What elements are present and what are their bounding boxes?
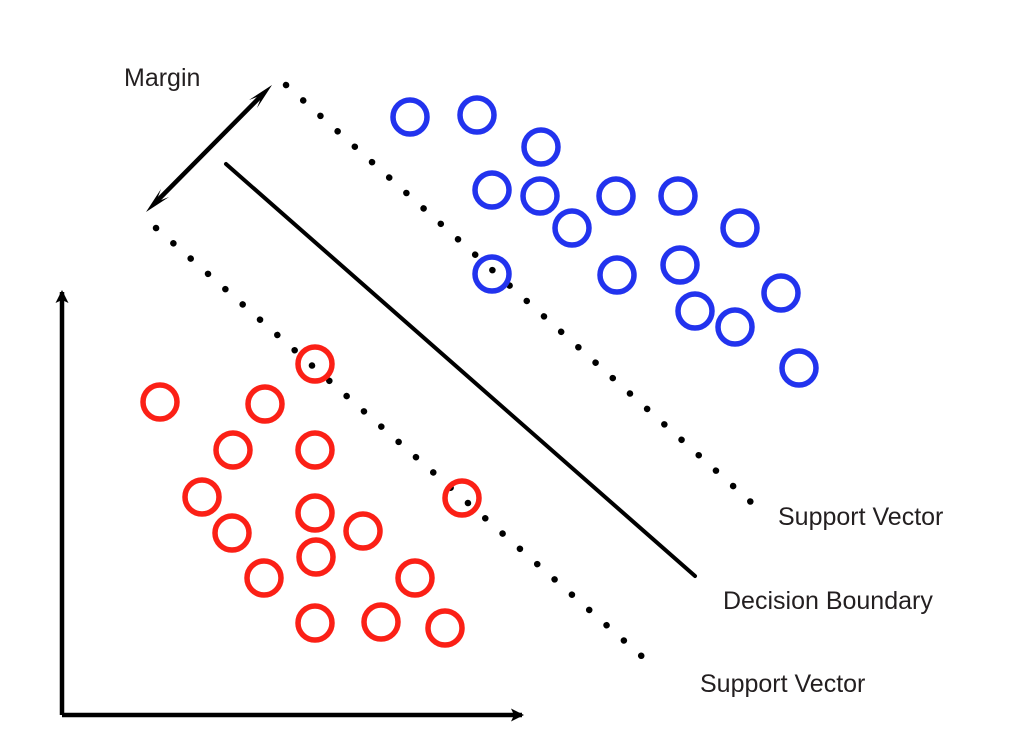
data-point-class-b-support-vector (442, 478, 482, 518)
data-point-class-a (715, 307, 755, 347)
data-point-class-a (675, 291, 715, 331)
margin-arrow-tip-lower (146, 189, 169, 212)
data-point-class-a (520, 176, 560, 216)
data-point-class-b (343, 511, 383, 551)
data-point-class-a (596, 176, 636, 216)
decision-boundary-label: Decision Boundary (723, 587, 933, 615)
class-a-points-group (390, 95, 819, 388)
axes-group (55, 290, 524, 722)
data-point-class-b (140, 382, 180, 422)
data-point-class-a-support-vector (472, 254, 512, 294)
data-point-class-a (660, 245, 700, 285)
data-point-class-a (552, 208, 592, 248)
data-point-class-b (425, 608, 465, 648)
data-point-class-b (296, 537, 336, 577)
data-point-class-a (472, 170, 512, 210)
margin-arrow-tip-upper (249, 85, 272, 108)
data-point-class-b (182, 477, 222, 517)
margin-arrow-group (146, 85, 272, 212)
data-point-class-b (244, 558, 284, 598)
support-vector-line-upper (282, 81, 756, 507)
data-point-class-b (295, 430, 335, 470)
data-point-class-a (597, 255, 637, 295)
data-point-class-a (779, 348, 819, 388)
class-b-points-group (140, 344, 482, 648)
data-point-class-b (361, 602, 401, 642)
data-point-class-a (658, 176, 698, 216)
data-point-class-a (720, 208, 760, 248)
data-point-class-b (245, 384, 285, 424)
support-vector-lines-group (152, 81, 756, 664)
data-point-class-a (390, 97, 430, 137)
margin-label: Margin (124, 64, 200, 92)
support-vector-line-lower (152, 224, 650, 664)
support-vector-top-label: Support Vector (778, 503, 943, 531)
margin-arrow-shaft (154, 93, 264, 204)
data-point-class-a (521, 127, 561, 167)
decision-boundary-line (224, 162, 697, 578)
data-point-class-b (213, 430, 253, 470)
support-vector-bottom-label: Support Vector (700, 670, 865, 698)
data-point-class-a (457, 95, 497, 135)
data-point-class-b (295, 493, 335, 533)
data-point-class-b (295, 603, 335, 643)
data-point-class-b (212, 513, 252, 553)
data-point-class-b (395, 558, 435, 598)
data-point-class-a (761, 273, 801, 313)
data-point-class-b-support-vector (295, 344, 335, 384)
